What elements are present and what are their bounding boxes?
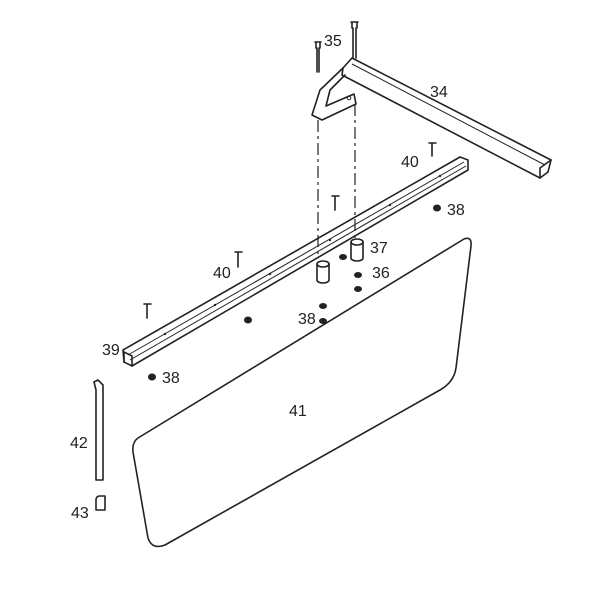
label-34: 34 [430, 84, 448, 101]
part-bracket [311, 67, 357, 121]
part-42-strip [93, 379, 104, 481]
part-41-panel [132, 237, 472, 548]
part-38-nuts [148, 204, 441, 381]
part-43-clip [95, 495, 106, 511]
label-41: 41 [289, 403, 307, 420]
part-37-spacers [316, 238, 364, 284]
label-38: 38 [298, 311, 316, 328]
part-34-bar [341, 57, 552, 179]
label-43: 43 [71, 505, 89, 522]
label-35: 35 [324, 33, 342, 50]
label-38: 38 [162, 370, 180, 387]
label-36: 36 [372, 265, 390, 282]
label-40: 40 [401, 154, 419, 171]
label-40: 40 [213, 265, 231, 282]
part-40-screws [143, 142, 437, 319]
part-35-bolts [314, 21, 359, 73]
label-38: 38 [447, 202, 465, 219]
label-39: 39 [102, 342, 120, 359]
part-39-rail [122, 156, 469, 367]
label-42: 42 [70, 435, 88, 452]
label-37: 37 [370, 240, 388, 257]
